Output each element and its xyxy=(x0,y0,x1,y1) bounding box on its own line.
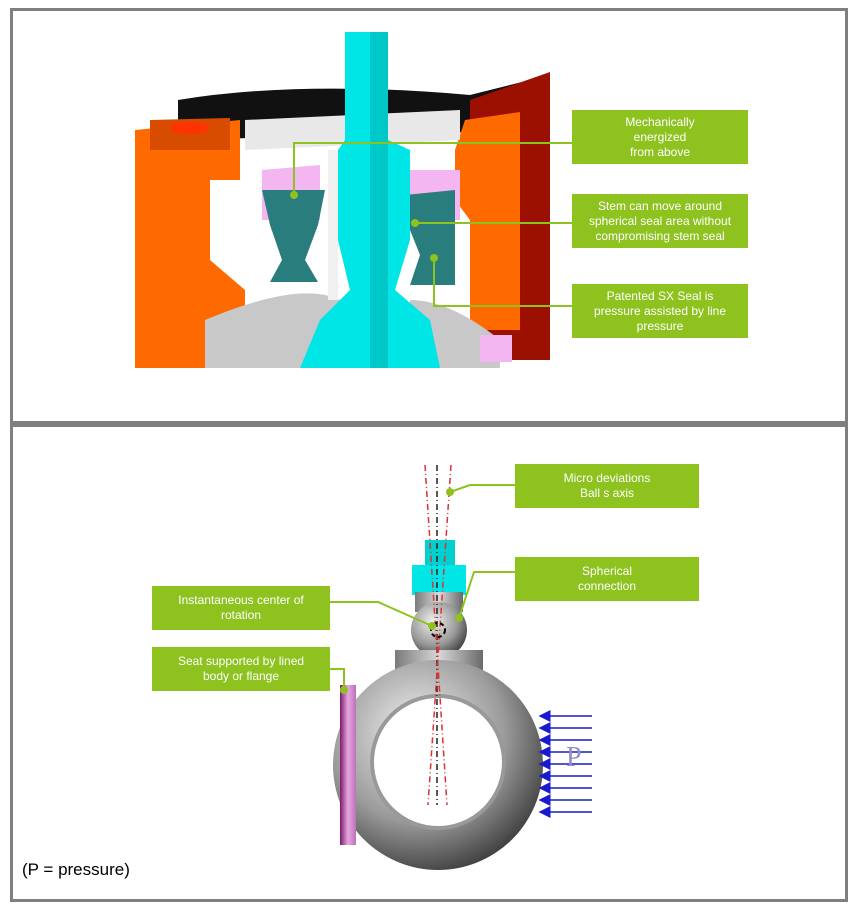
valve-cutaway-illustration xyxy=(135,32,550,368)
callout-spherical-connection: Spherical connection xyxy=(515,557,699,601)
callout-sx-seal: Patented SX Seal is pressure assisted by… xyxy=(572,284,748,338)
callout-seat-supported: Seat supported by lined body or flange xyxy=(152,647,330,691)
pressure-footnote: (P = pressure) xyxy=(22,860,130,879)
bottom-leader-lines xyxy=(330,484,515,690)
ball-valve-panel xyxy=(10,424,848,902)
callout-stem-movement: Stem can move around spherical seal area… xyxy=(572,194,748,248)
ball-valve-illustration xyxy=(333,464,543,870)
pressure-arrows xyxy=(538,710,592,818)
callout-micro-deviations: Micro deviations Ball s axis xyxy=(515,464,699,508)
callout-center-of-rotation: Instantaneous center of rotation xyxy=(152,586,330,630)
bottom-leader-dots xyxy=(340,488,463,694)
callout-mechanically-energized: Mechanically energized from above xyxy=(572,110,748,164)
top-leader-dots xyxy=(290,191,438,262)
top-leader-lines xyxy=(293,142,572,307)
pressure-symbol: P xyxy=(566,742,582,773)
